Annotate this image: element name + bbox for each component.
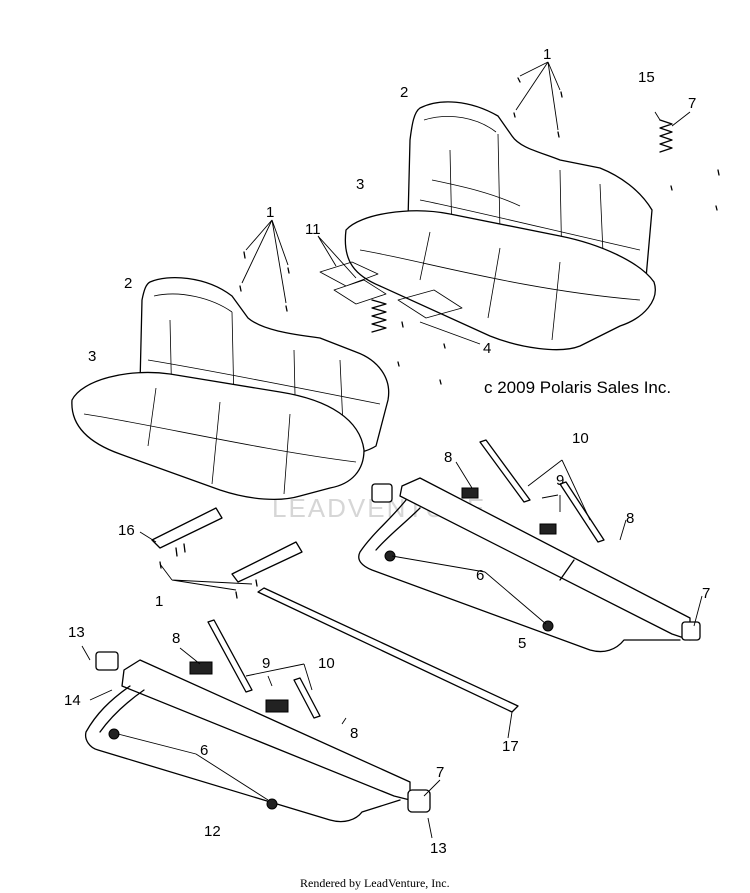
callout-7-right: 7: [702, 585, 710, 602]
callout-9-left: 9: [262, 655, 270, 672]
callout-10-right: 10: [572, 430, 589, 447]
callout-16: 16: [118, 522, 135, 539]
callout-17: 17: [502, 738, 519, 755]
support-panels: [139, 507, 303, 599]
callout-8-left-b: 8: [350, 725, 358, 742]
callout-7-rear: 7: [688, 95, 696, 112]
callout-11: 11: [305, 221, 321, 238]
callout-1-rear: 1: [543, 46, 551, 63]
callout-7-bottom: 7: [436, 764, 444, 781]
callout-5: 5: [518, 635, 526, 652]
callout-6-right: 6: [476, 567, 484, 584]
copyright: c 2009 Polaris Sales Inc.: [484, 378, 671, 397]
decal-set: [317, 235, 463, 319]
rear-seat-cushion: [344, 210, 656, 351]
left-seat-frame: [81, 619, 431, 823]
callout-9-right: 9: [556, 472, 564, 489]
callout-8-right-a: 8: [444, 449, 452, 466]
callout-3-rear: 3: [356, 176, 364, 193]
callout-1-lower: 1: [155, 593, 163, 610]
rear-spring: [654, 111, 720, 211]
callout-12: 12: [204, 823, 221, 840]
footer: Rendered by LeadVenture, Inc.: [300, 876, 450, 890]
front-seat-cushion: [71, 371, 365, 501]
callout-1-front: 1: [266, 204, 274, 221]
callout-2-rear: 2: [400, 84, 408, 101]
callout-8-left-a: 8: [172, 630, 180, 647]
callout-13-bottom: 13: [430, 840, 447, 857]
seat-bar: [257, 587, 519, 739]
callout-8-right-b: 8: [626, 510, 634, 527]
rear-screws: [513, 61, 563, 138]
right-seat-frame: [358, 439, 703, 653]
callout-4: 4: [483, 340, 491, 357]
callout-15: 15: [638, 69, 655, 86]
callout-14: 14: [64, 692, 81, 709]
front-spring: [371, 299, 481, 385]
callout-2-front: 2: [124, 275, 132, 292]
callout-13-left: 13: [68, 624, 85, 641]
callout-10-left: 10: [318, 655, 335, 672]
front-screws: [239, 219, 290, 312]
callout-3-front: 3: [88, 348, 96, 365]
callout-6-left: 6: [200, 742, 208, 759]
